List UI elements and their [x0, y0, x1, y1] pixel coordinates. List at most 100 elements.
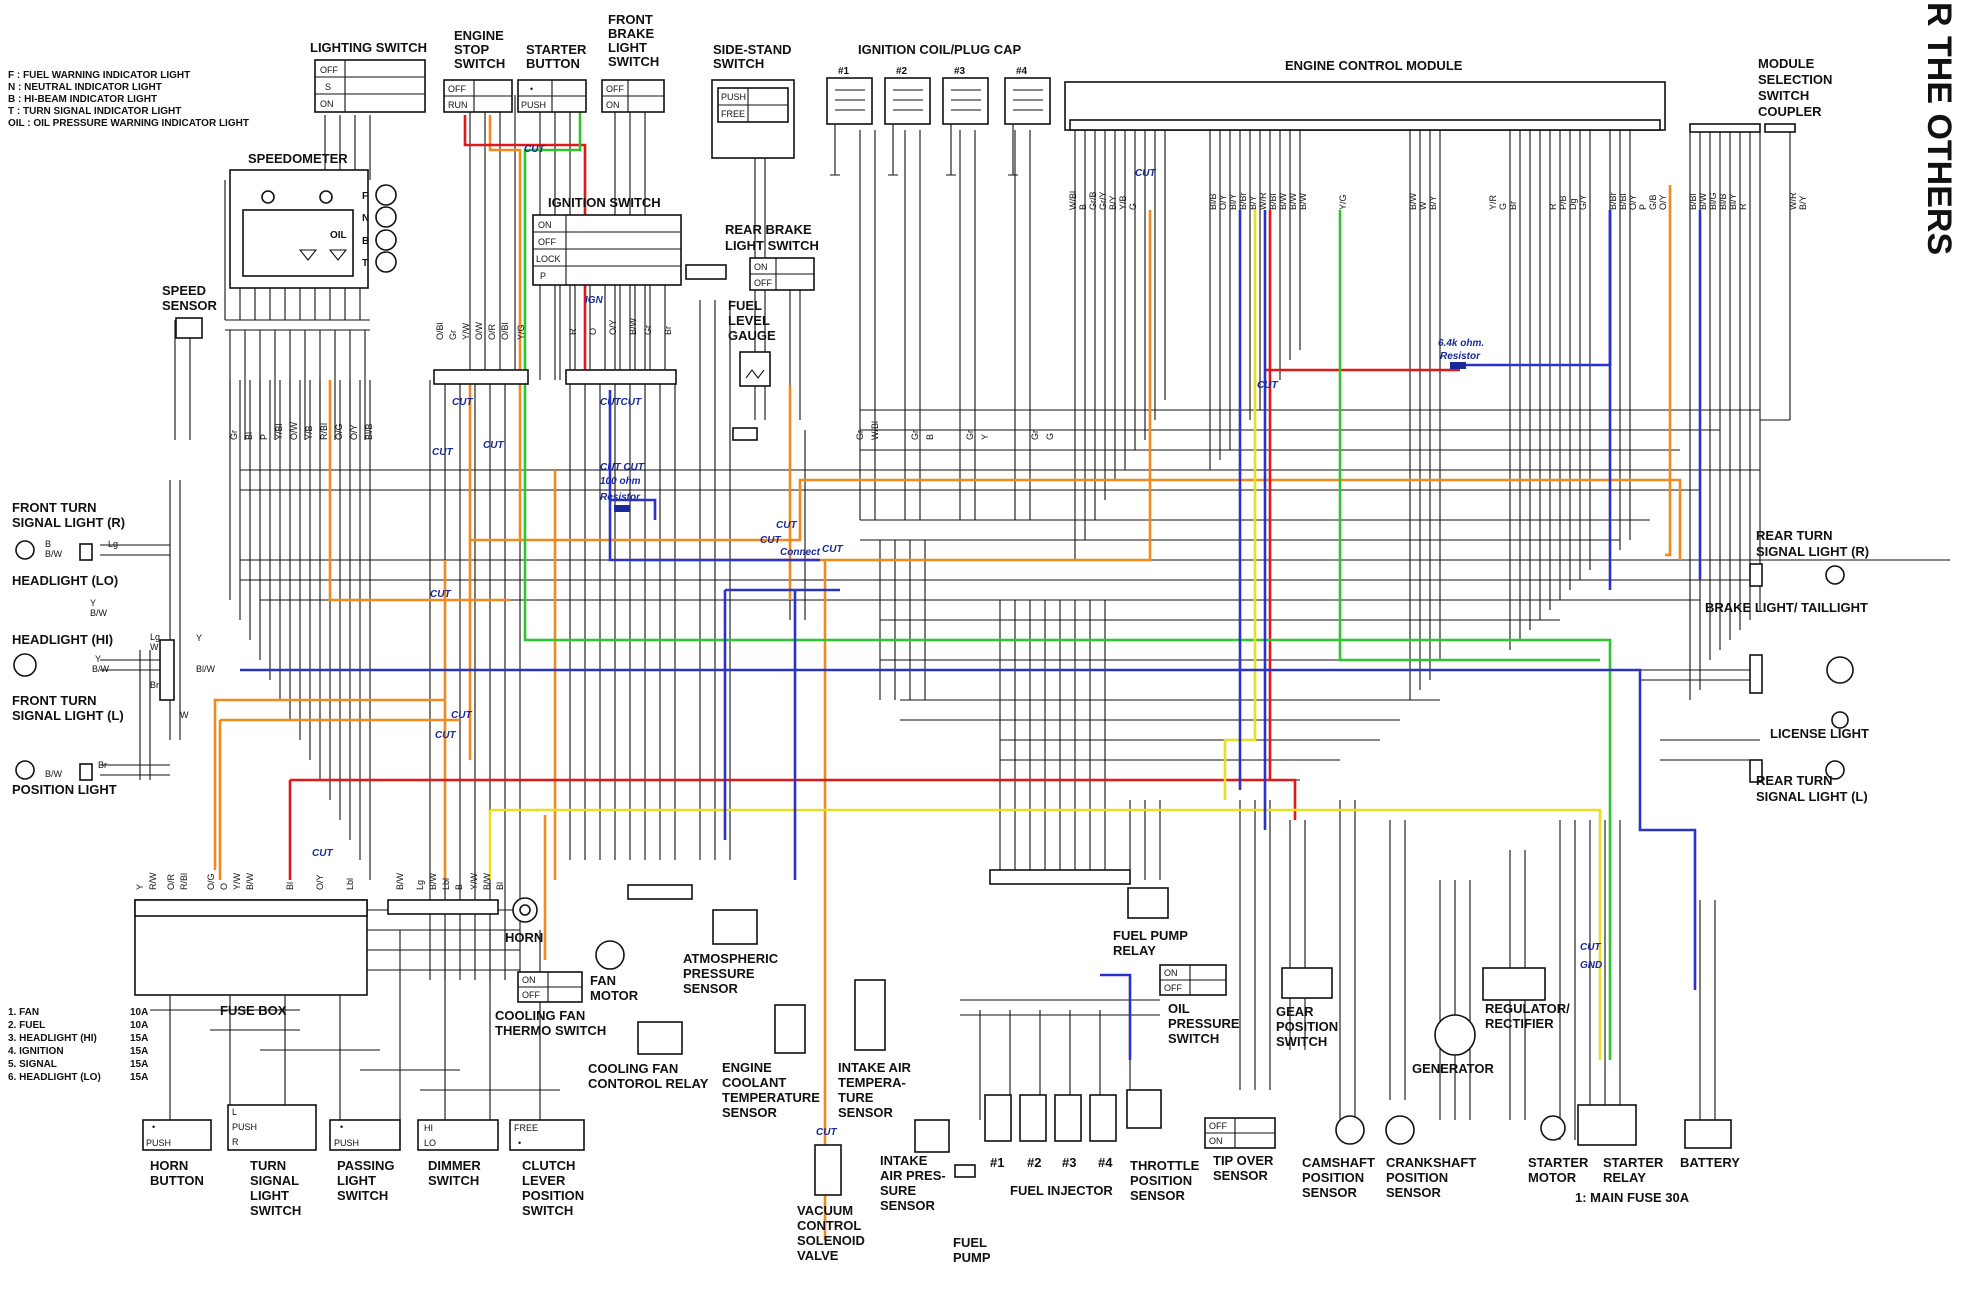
diagram-text: CUT: [432, 447, 453, 458]
diagram-text: W/R: [1788, 192, 1798, 210]
label-side-stand-1: SIDE-STAND: [713, 42, 791, 57]
label-passing-3: SWITCH: [337, 1188, 388, 1203]
diagram-text: B/Y: [1108, 195, 1118, 210]
diagram-text: O/Y: [315, 874, 325, 890]
label-vacuum-3: SOLENOID: [797, 1233, 865, 1248]
injector-1-box: [984, 1094, 1012, 1142]
diagram-text: •: [340, 1122, 343, 1132]
diagram-text: W/R: [1258, 192, 1268, 210]
diagram-text: OFF: [1209, 1121, 1227, 1131]
diagram-text: G: [1128, 203, 1138, 210]
diagram-text: B/W: [482, 872, 492, 890]
diagram-text: OFF: [1164, 983, 1182, 993]
fuse-6-name: 6. HEADLIGHT (LO): [8, 1072, 101, 1083]
label-regulator-2: RECTIFIER: [1485, 1016, 1554, 1031]
diagram-text: L: [232, 1107, 237, 1117]
diagram-text: B/W: [45, 549, 63, 559]
diagram-text: Bl: [285, 882, 295, 890]
diagram-text: OFF: [538, 237, 556, 247]
label-headlight-lo: HEADLIGHT (LO): [12, 573, 118, 588]
diagram-text: O: [588, 328, 598, 335]
diagram-text: OFF: [754, 278, 772, 288]
diagram-text: OFF: [320, 65, 338, 75]
label-lighting-switch: LIGHTING SWITCH: [310, 40, 427, 55]
diagram-text: O/G: [334, 423, 344, 440]
diagram-text: Bl/B: [1718, 193, 1728, 210]
diagram-text: B/W: [1278, 192, 1288, 210]
label-camshaft-2: POSITION: [1302, 1170, 1364, 1185]
label-fuel-gauge-2: LEVEL: [728, 313, 770, 328]
label-tip-over-1: TIP OVER: [1213, 1153, 1274, 1168]
label-fan-motor-2: MOTOR: [590, 988, 639, 1003]
resistor-100: [614, 505, 630, 512]
diagram-text: O/R: [487, 323, 497, 340]
legend-f: F : FUEL WARNING INDICATOR LIGHT: [8, 70, 190, 81]
colored-wiring: [213, 105, 1702, 1240]
fuse-list: 1. FAN 10A 2. FUEL 10A 3. HEADLIGHT (HI)…: [8, 1007, 148, 1083]
label-turn-switch-3: LIGHT: [250, 1188, 289, 1203]
label-ecm: ENGINE CONTROL MODULE: [1285, 58, 1463, 73]
diagram-text: N: [362, 213, 369, 224]
diagram-text: W/Bl: [1068, 191, 1078, 210]
intake-temp-box: [854, 979, 886, 1051]
label-rear-brake-1: REAR BRAKE: [725, 222, 812, 237]
diagram-text: O/Y: [1628, 194, 1638, 210]
label-rear-turn-l-1: REAR TURN: [1756, 773, 1833, 788]
label-front-brake-4: SWITCH: [608, 54, 659, 69]
label-intake-temp-4: SENSOR: [838, 1105, 894, 1120]
diagram-text: Y: [980, 434, 990, 440]
diagram-text: FREE: [514, 1123, 538, 1133]
label-coolant-3: TEMPERATURE: [722, 1090, 820, 1105]
diagram-text: O/G: [206, 873, 216, 890]
diagram-text: Bl: [244, 432, 254, 440]
label-module-4: COUPLER: [1758, 104, 1822, 119]
label-front-brake-2: BRAKE: [608, 26, 655, 41]
diagram-text: CUTCUT: [600, 397, 642, 408]
diagram-text: Connect: [780, 547, 821, 558]
label-speedometer: SPEEDOMETER: [248, 151, 348, 166]
diagram-text: B/W: [92, 664, 110, 674]
diagram-text: R/W: [148, 872, 158, 890]
diagram-text: ON: [1164, 968, 1178, 978]
diagram-text: Y/B: [304, 425, 314, 440]
diagram-text: CUT: [312, 848, 333, 859]
front-turn-l-lamp: [15, 760, 35, 780]
label-fuel-gauge-1: FUEL: [728, 298, 762, 313]
diagram-text: W/Bl: [870, 421, 880, 440]
diagram-text: 100 ohm: [600, 476, 641, 487]
coil-1-box: [826, 77, 873, 125]
diagram-text: B/Y: [1248, 195, 1258, 210]
fuse-4-rating: 15A: [130, 1046, 148, 1057]
label-passing-1: PASSING: [337, 1158, 395, 1173]
diagram-text: Y: [90, 598, 96, 608]
diagram-text: Bl/B: [1208, 193, 1218, 210]
diagram-text: Br: [1508, 201, 1518, 210]
diagram-text: 6.4k ohm.: [1438, 338, 1484, 349]
label-vacuum-2: CONTROL: [797, 1218, 861, 1233]
black-wiring: [100, 95, 1950, 1140]
label-front-turn-l-2: SIGNAL LIGHT (L): [12, 708, 124, 723]
wire-codes: W/Bl B Gr/B Gr/Y B/Y Y/B G Bl/B O/Y Bl/Y…: [45, 191, 1808, 890]
diagram-text: CUT: [776, 520, 797, 531]
label-rear-turn-l-2: SIGNAL LIGHT (L): [1756, 789, 1868, 804]
diagram-text: O: [219, 883, 229, 890]
label-clutch-4: SWITCH: [522, 1203, 573, 1218]
diagram-text: OFF: [522, 990, 540, 1000]
label-horn-button-1: HORN: [150, 1158, 188, 1173]
diagram-text: ON: [1209, 1136, 1223, 1146]
diagram-text: R: [1738, 203, 1748, 210]
diagram-text: Bl: [495, 882, 505, 890]
label-turn-switch-4: SWITCH: [250, 1203, 301, 1218]
label-oil-3: SWITCH: [1168, 1031, 1219, 1046]
label-passing-2: LIGHT: [337, 1173, 376, 1188]
annotations: CUT CUT IGN CUT CUT CUT CUTCUT CUT CUT 1…: [312, 144, 1602, 1138]
label-gear-1: GEAR: [1276, 1004, 1314, 1019]
diagram-text: FREE: [721, 109, 745, 119]
diagram-text: OIL: [330, 230, 347, 241]
diagram-text: CUT: [524, 144, 545, 155]
diagram-text: LOCK: [536, 254, 561, 264]
diagram-text: O/R: [166, 873, 176, 890]
label-front-brake-3: LIGHT: [608, 40, 647, 55]
diagram-text: B: [362, 236, 369, 247]
label-position-light: POSITION LIGHT: [12, 782, 117, 797]
